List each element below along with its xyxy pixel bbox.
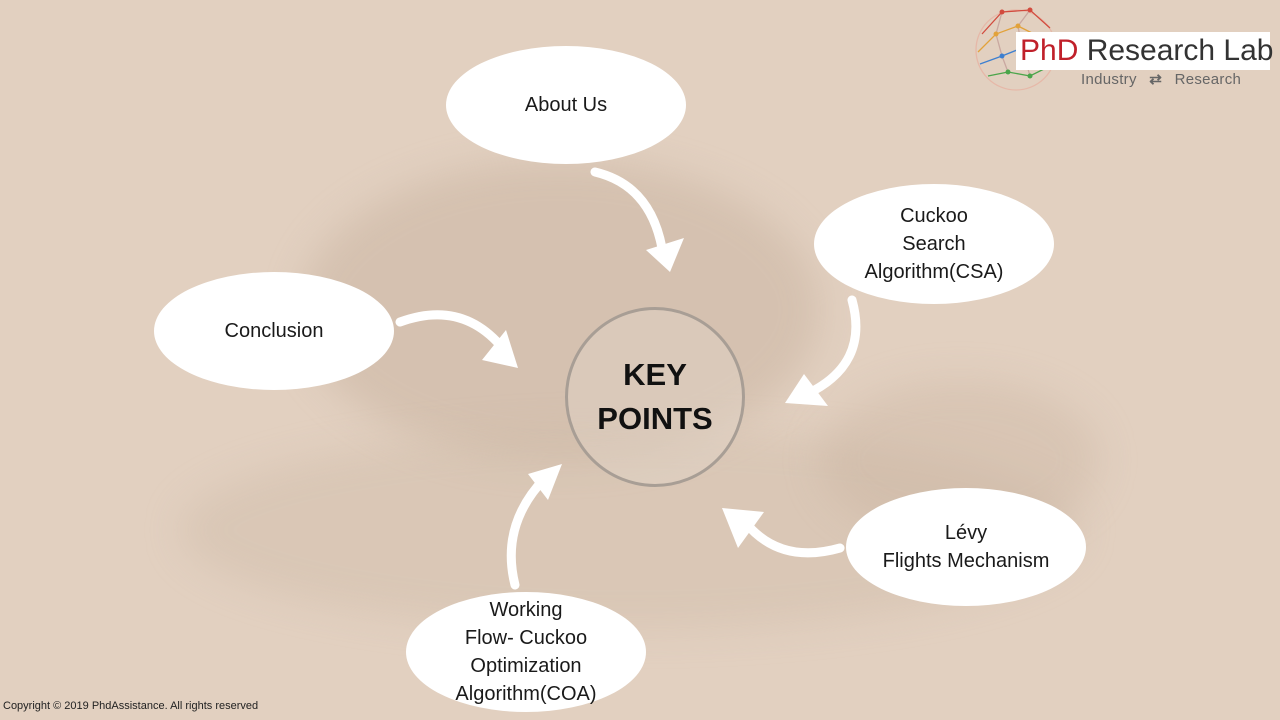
arrowhead-csa: [785, 374, 828, 406]
copyright-text: Copyright © 2019 PhdAssistance. All righ…: [3, 700, 259, 712]
logo-title: PhD Research Lab: [1020, 32, 1274, 70]
arrow-levy-to-center: [740, 517, 845, 558]
node-levy-label: Lévy Flights Mechanism: [882, 522, 1050, 572]
swap-arrows-icon: ⇄: [1149, 71, 1163, 88]
arrow-conclusion-to-center: [395, 310, 505, 350]
arrowhead-levy: [722, 508, 764, 548]
logo-industry-text: Industry: [1081, 71, 1137, 88]
logo-research-lab-text: Research Lab: [1086, 34, 1274, 67]
logo-phd-text: PhD: [1020, 34, 1079, 67]
node-coa-label: Working Flow- Cuckoo Optimization Algori…: [455, 599, 597, 705]
node-csa-label: Cuckoo Search Algorithm(CSA): [864, 205, 1004, 283]
node-about-us[interactable]: About Us: [446, 46, 686, 164]
arrowhead-coa: [528, 464, 562, 500]
logo-title-background: [1016, 32, 1270, 70]
node-working-flow-coa[interactable]: Working Flow- Cuckoo Optimization Algori…: [406, 592, 646, 712]
logo-research-text: Research: [1174, 71, 1242, 88]
arrowhead-conclusion: [482, 330, 518, 368]
node-levy-flights[interactable]: Lévy Flights Mechanism: [846, 488, 1086, 606]
key-points-center: KEY POINTS: [565, 307, 745, 487]
arrow-coa-to-center: [506, 473, 550, 590]
node-conclusion-label: Conclusion: [224, 320, 324, 342]
arrowhead-about: [646, 238, 684, 272]
logo-subtitle: Industry ⇄ Research: [1081, 70, 1241, 90]
node-cuckoo-search-algorithm[interactable]: Cuckoo Search Algorithm(CSA): [814, 184, 1054, 304]
key-points-label: KEY POINTS: [597, 357, 713, 436]
node-about-us-label: About Us: [524, 94, 608, 116]
arrow-about-to-center: [590, 167, 667, 253]
arrow-csa-to-center: [800, 295, 861, 400]
node-conclusion[interactable]: Conclusion: [154, 272, 394, 390]
